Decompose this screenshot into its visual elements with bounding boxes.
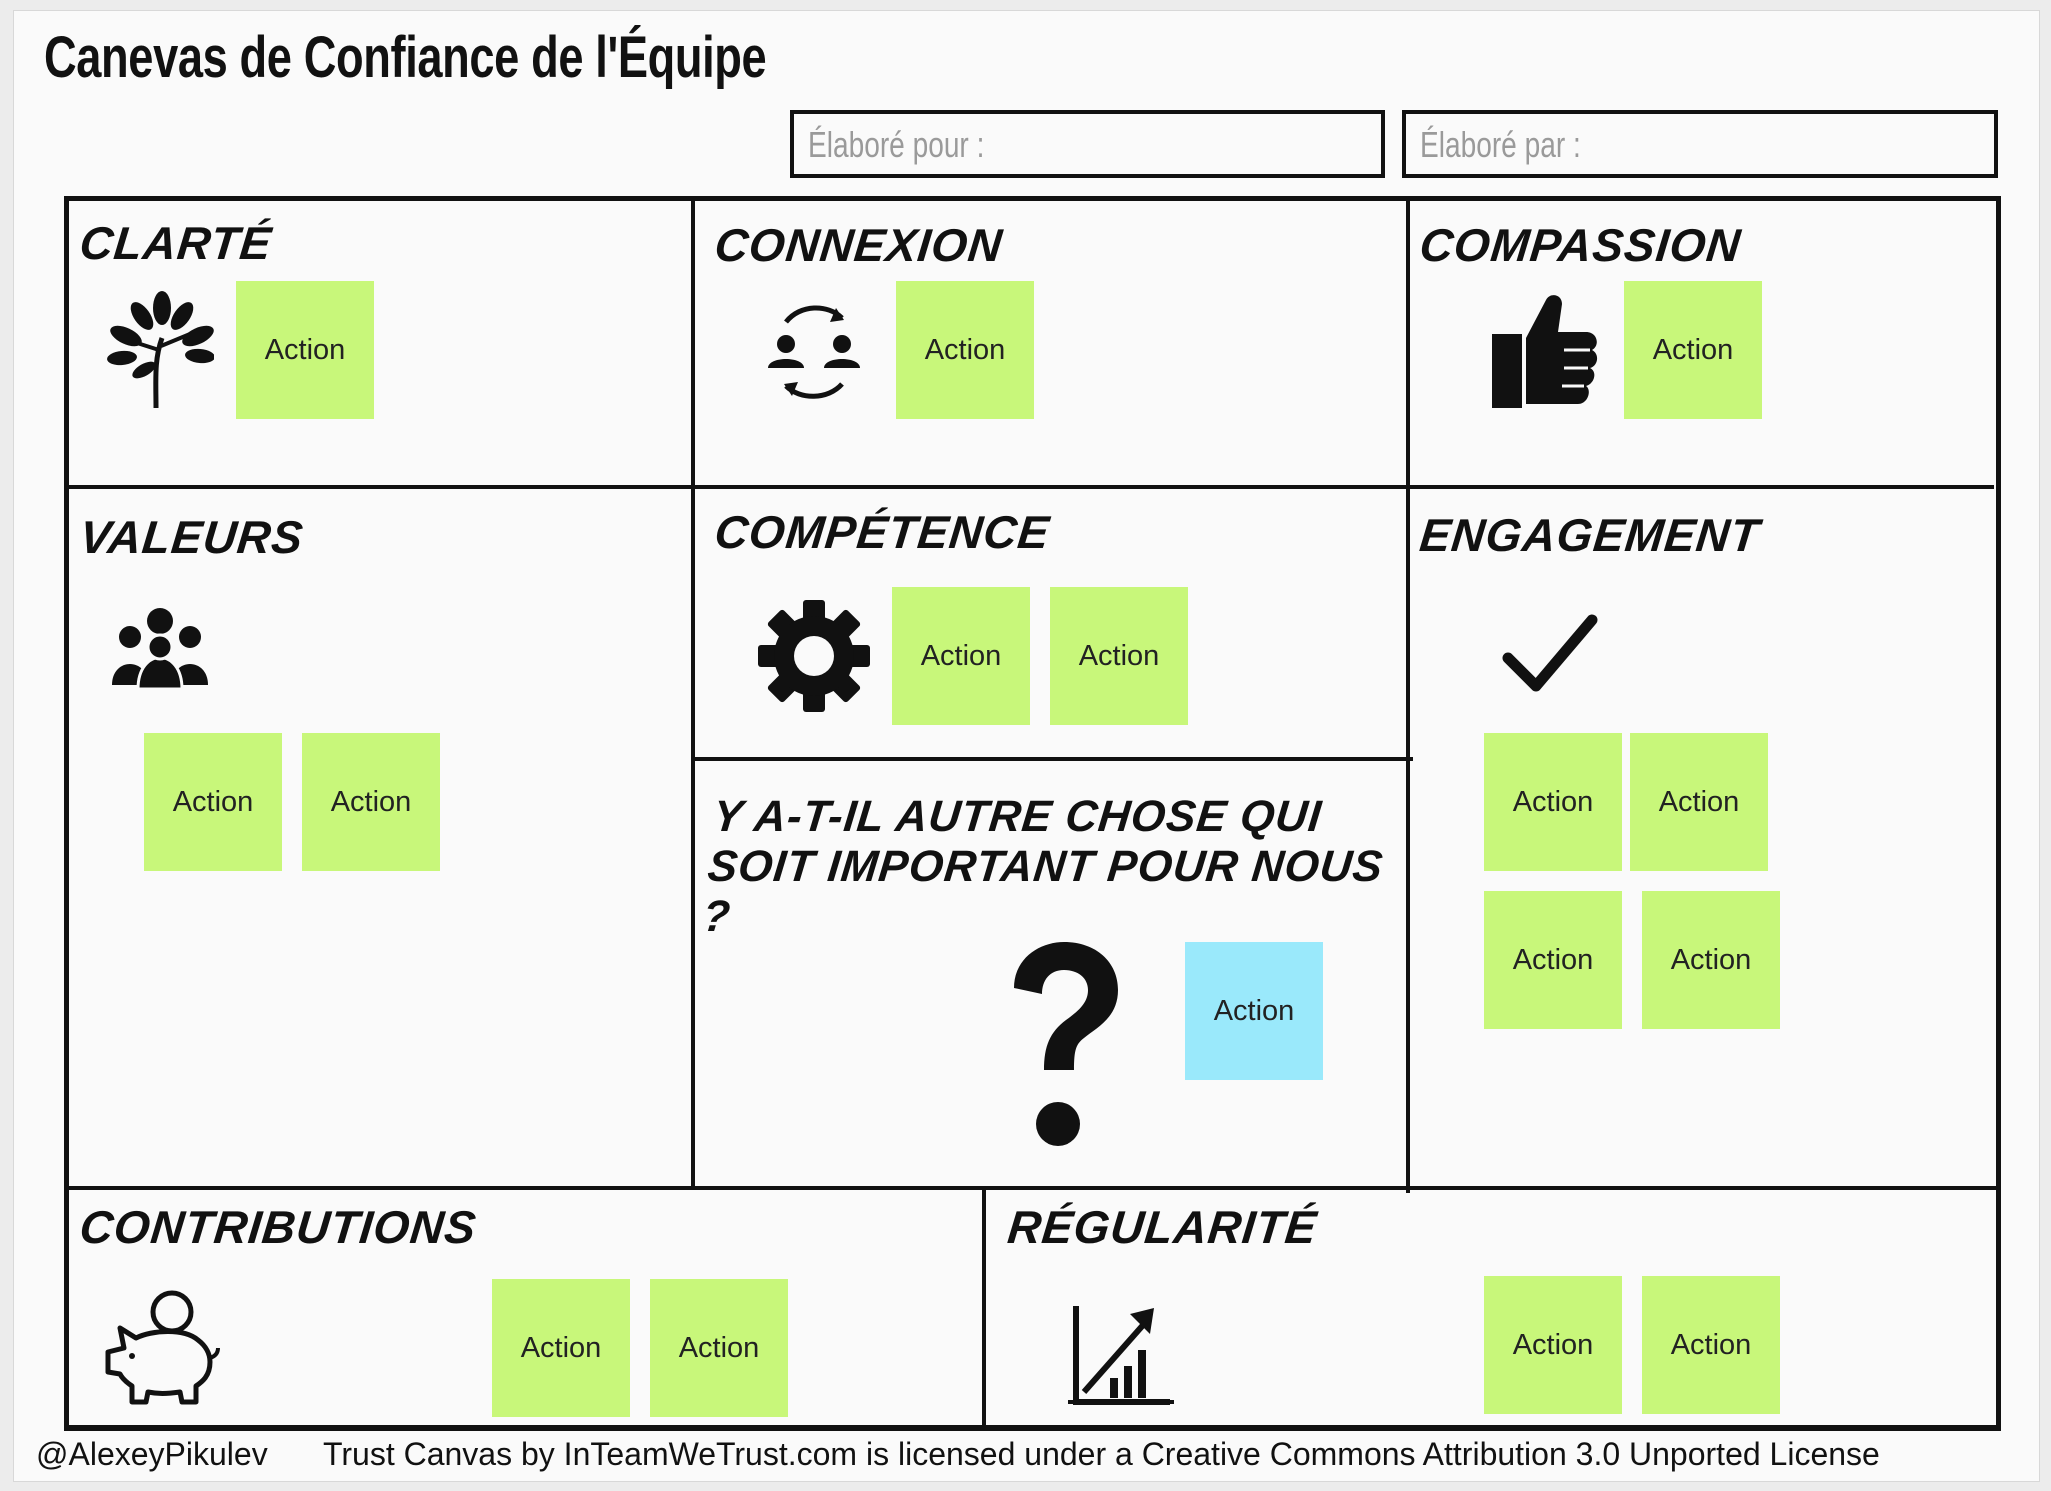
action-note[interactable]: Action — [1484, 733, 1622, 871]
grid-top-border — [64, 196, 2001, 201]
grid-bottom-border — [64, 1425, 2001, 1431]
footer-license: Trust Canvas by InTeamWeTrust.com is lic… — [323, 1436, 1880, 1472]
action-note[interactable]: Action — [1484, 1276, 1622, 1414]
section-heading-engagement: ENGAGEMENT — [1417, 509, 1763, 561]
action-note[interactable]: Action — [1642, 1276, 1780, 1414]
made-for-placeholder: Élaboré pour : — [808, 124, 985, 165]
piggy-bank-icon — [105, 1290, 220, 1405]
growth-chart-icon — [1068, 1306, 1174, 1405]
action-note[interactable]: Action — [892, 587, 1030, 725]
grid-divider-v1 — [691, 196, 695, 1188]
section-heading-autre: Y A-T-IL AUTRE CHOSE QUI SOIT IMPORTANT … — [700, 792, 1386, 941]
action-note[interactable]: Action — [650, 1279, 788, 1417]
section-heading-regularite: RÉGULARITÉ — [1005, 1201, 1320, 1253]
grid-divider-h1 — [64, 485, 1994, 489]
action-note[interactable]: Action — [492, 1279, 630, 1417]
action-note[interactable]: Action — [1050, 587, 1188, 725]
action-note[interactable]: Action — [1484, 891, 1622, 1029]
thumbs-up-icon — [1492, 295, 1598, 408]
section-heading-contributions: CONTRIBUTIONS — [77, 1201, 480, 1253]
action-note[interactable]: Action — [1624, 281, 1762, 419]
made-for-field[interactable]: Élaboré pour : — [790, 110, 1385, 178]
made-by-field[interactable]: Élaboré par : — [1402, 110, 1998, 178]
footer-author: @AlexeyPikulev — [36, 1436, 268, 1472]
action-note[interactable]: Action — [236, 281, 374, 419]
tree-icon — [107, 291, 214, 409]
grid-left-border — [64, 196, 69, 1431]
action-note[interactable]: Action — [144, 733, 282, 871]
question-mark-icon — [1014, 942, 1118, 1146]
grid-divider-h3 — [64, 1186, 2001, 1190]
checkmark-icon — [1502, 614, 1598, 692]
grid-divider-h2 — [693, 757, 1413, 761]
action-note[interactable]: Action — [896, 281, 1034, 419]
grid-right-border — [1996, 196, 2001, 1431]
gear-icon — [758, 600, 870, 712]
section-heading-valeurs: VALEURS — [77, 511, 307, 563]
section-heading-connexion: CONNEXION — [712, 219, 1006, 271]
action-note[interactable]: Action — [1642, 891, 1780, 1029]
section-heading-clarte: CLARTÉ — [77, 217, 275, 269]
page-title: Canevas de Confiance de l'Équipe — [44, 25, 767, 90]
grid-divider-v2 — [1406, 196, 1410, 1193]
people-exchange-icon — [768, 305, 860, 399]
action-note[interactable]: Action — [302, 733, 440, 871]
made-by-placeholder: Élaboré par : — [1420, 124, 1581, 165]
section-heading-compassion: COMPASSION — [1417, 219, 1744, 271]
action-note-blue[interactable]: Action — [1185, 942, 1323, 1080]
action-note[interactable]: Action — [1630, 733, 1768, 871]
section-heading-competence: COMPÉTENCE — [712, 506, 1053, 558]
grid-divider-v3 — [982, 1188, 986, 1428]
group-icon — [112, 608, 208, 691]
